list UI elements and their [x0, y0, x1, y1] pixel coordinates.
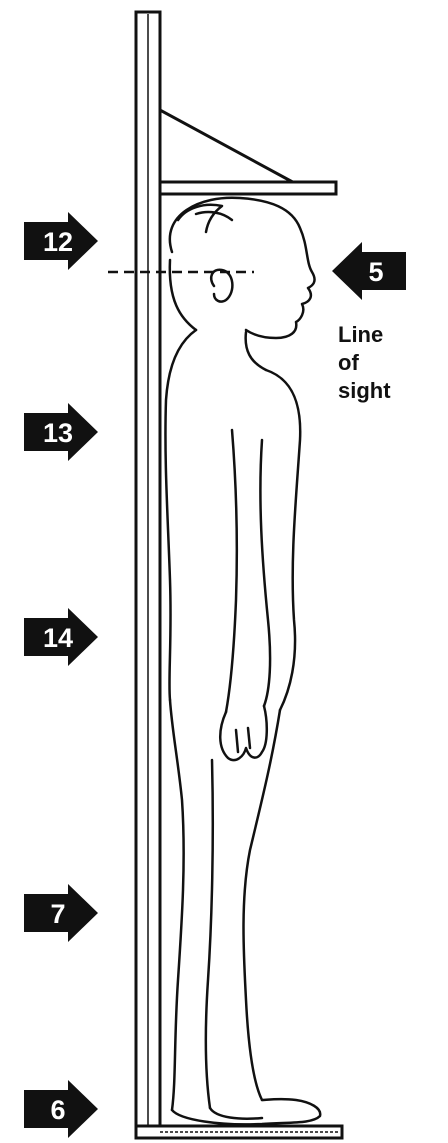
- arrow-marker-5: 5: [332, 242, 406, 300]
- foot: [172, 1099, 320, 1124]
- arrow-label-14: 14: [43, 623, 73, 653]
- arrow-label-7: 7: [50, 899, 65, 929]
- arrow-marker-7: 7: [24, 884, 98, 942]
- arrow-label-5: 5: [368, 257, 383, 287]
- arrow-label-12: 12: [43, 227, 73, 257]
- floor-plate: [136, 1126, 342, 1138]
- arrow-marker-14: 14: [24, 608, 98, 666]
- arrow-label-6: 6: [50, 1095, 65, 1125]
- hand: [220, 706, 267, 760]
- arm: [226, 430, 237, 712]
- child-figure: [165, 198, 320, 1125]
- arrow-marker-12: 12: [24, 212, 98, 270]
- arrow-marker-6: 6: [24, 1080, 98, 1138]
- stadiometer-board: [136, 12, 160, 1134]
- head-outline: [170, 198, 315, 338]
- arrow-label-13: 13: [43, 418, 73, 448]
- line-of-sight-label: Line of sight: [338, 322, 391, 403]
- los-line-3: sight: [338, 378, 391, 403]
- headboard: [160, 110, 336, 194]
- los-line-1: Line: [338, 322, 383, 347]
- arrow-marker-13: 13: [24, 403, 98, 461]
- ear: [211, 270, 232, 302]
- los-line-2: of: [338, 350, 359, 375]
